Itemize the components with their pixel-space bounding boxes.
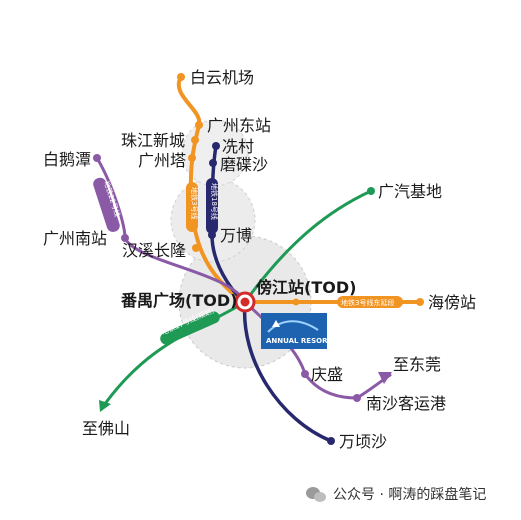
dot-wanqingsha bbox=[327, 437, 335, 445]
dot-qingsheng bbox=[301, 370, 309, 378]
svg-text:公众号 · 啊涛的踩盘笔记: 公众号 · 啊涛的踩盘笔记 bbox=[333, 486, 486, 503]
hub-marker-icon bbox=[234, 291, 256, 313]
label-xiancun: 冼村 bbox=[222, 137, 254, 156]
label-nansha-port: 南沙客运港 bbox=[366, 394, 446, 413]
dot-xiancun bbox=[212, 142, 220, 150]
line-22-arrow bbox=[378, 372, 392, 384]
svg-text:地铁18号线: 地铁18号线 bbox=[210, 183, 219, 220]
label-hanxi-changlong: 汉溪长隆 bbox=[122, 241, 186, 260]
dot-modiesha bbox=[209, 159, 217, 167]
label-baietan: 白鹅潭 bbox=[43, 150, 91, 169]
label-guangzhou-south: 广州南站 bbox=[43, 229, 107, 248]
line-18-badge: 地铁18号线 bbox=[206, 178, 219, 234]
dot-line3-east-mid bbox=[292, 298, 300, 306]
dot-haibang bbox=[416, 298, 424, 306]
dot-hanxi-changlong bbox=[192, 244, 200, 252]
label-gac-base: 广汽基地 bbox=[378, 182, 442, 201]
station-dots bbox=[93, 73, 424, 445]
line-3-east-badge: 地铁3号线东延段 bbox=[337, 296, 403, 308]
dot-guangzhou-south bbox=[121, 234, 129, 242]
wechat-icon bbox=[306, 487, 326, 502]
dot-guangzhou-east bbox=[195, 121, 203, 129]
dot-zhujiang-newtown bbox=[191, 136, 199, 144]
watermark: 公众号 · 啊涛的踩盘笔记 bbox=[306, 486, 486, 503]
label-qingsheng: 庆盛 bbox=[311, 365, 343, 384]
line-3-route bbox=[176, 75, 246, 304]
label-zhujiang-newtown: 珠江新城 bbox=[121, 131, 185, 150]
svg-text:ANNUAL RESORT: ANNUAL RESORT bbox=[266, 337, 332, 345]
svg-text:地铁3号线东延段: 地铁3号线东延段 bbox=[341, 298, 394, 307]
label-to-dongguan: 至东莞 bbox=[393, 355, 441, 374]
line-17-arrow bbox=[99, 400, 111, 412]
label-guangzhou-east: 广州东站 bbox=[207, 116, 271, 135]
label-wanqingsha: 万顷沙 bbox=[339, 432, 387, 451]
label-baiyun-airport: 白云机场 bbox=[190, 68, 254, 87]
label-wanbo: 万博 bbox=[220, 226, 252, 245]
label-haibang: 海傍站 bbox=[428, 293, 476, 312]
dot-wanbo bbox=[208, 231, 216, 239]
dot-baietan bbox=[93, 154, 101, 162]
dot-canton-tower bbox=[188, 154, 196, 162]
label-modiesha: 磨碟沙 bbox=[220, 155, 268, 174]
line-22-badge: 地铁22号线 bbox=[93, 177, 122, 232]
label-canton-tower: 广州塔 bbox=[138, 151, 186, 170]
resort-logo: ANNUAL RESORT bbox=[261, 313, 332, 349]
label-panyu-square: 番禺广场(TOD) bbox=[120, 291, 237, 310]
dot-gac-base bbox=[367, 187, 375, 195]
line-3-badge: 地铁3号线 bbox=[186, 182, 199, 232]
svg-text:地铁3号线: 地铁3号线 bbox=[190, 187, 199, 219]
dot-baiyun-airport bbox=[177, 73, 185, 81]
label-bangjiang: 傍江站(TOD) bbox=[256, 278, 356, 297]
dot-nansha-port bbox=[353, 394, 361, 402]
label-to-foshan: 至佛山 bbox=[82, 419, 130, 438]
